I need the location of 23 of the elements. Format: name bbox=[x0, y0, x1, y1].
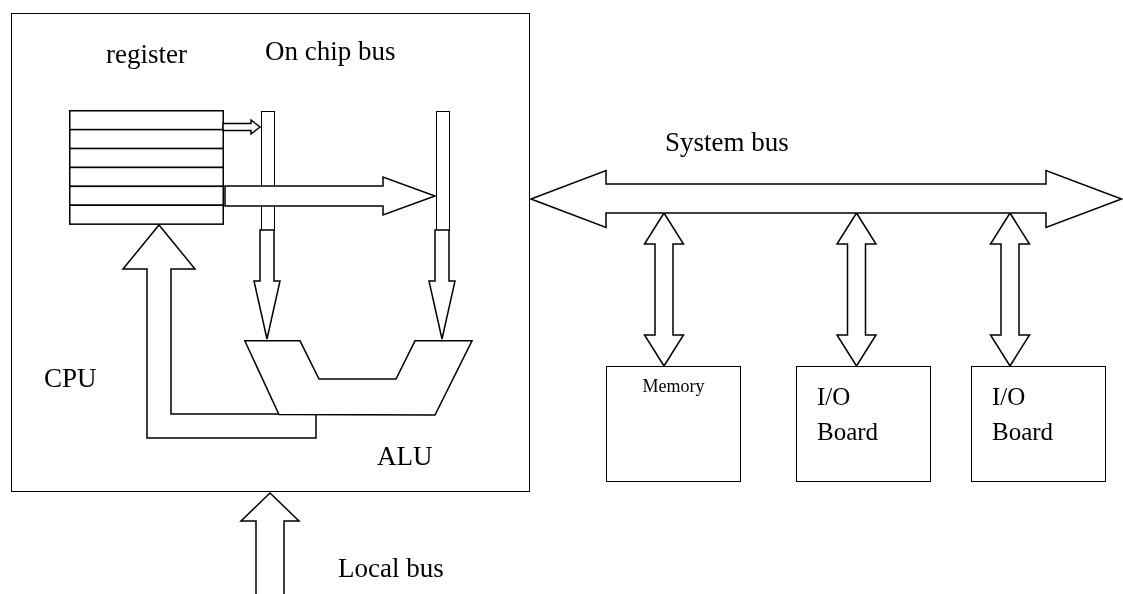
component-box bbox=[606, 366, 741, 482]
component-box bbox=[796, 366, 931, 482]
hollow-arrow bbox=[222, 118, 262, 136]
component-box bbox=[971, 366, 1106, 482]
cpu-box bbox=[11, 13, 530, 492]
hollow-arrow bbox=[643, 211, 685, 368]
hollow-arrow bbox=[989, 211, 1031, 368]
box-label: CPU bbox=[44, 363, 97, 394]
bus-bar bbox=[436, 111, 450, 231]
box-label: Memory bbox=[642, 375, 705, 397]
hollow-arrow bbox=[239, 491, 301, 594]
hollow-arrow bbox=[428, 229, 456, 340]
hollow-arrow bbox=[253, 229, 281, 340]
hollow-arrow bbox=[224, 175, 438, 217]
heading-text: register bbox=[105, 39, 188, 70]
box-label: I/O Board bbox=[817, 382, 880, 447]
bus-label: On chip bus bbox=[265, 36, 396, 67]
component-label: ALU bbox=[377, 441, 433, 472]
hollow-arrow bbox=[835, 211, 878, 368]
box-label: I/O Board bbox=[992, 382, 1055, 447]
hollow-arrow bbox=[121, 223, 317, 439]
bus-label: System bus bbox=[665, 127, 789, 158]
edge-label: Local bus bbox=[338, 553, 444, 584]
